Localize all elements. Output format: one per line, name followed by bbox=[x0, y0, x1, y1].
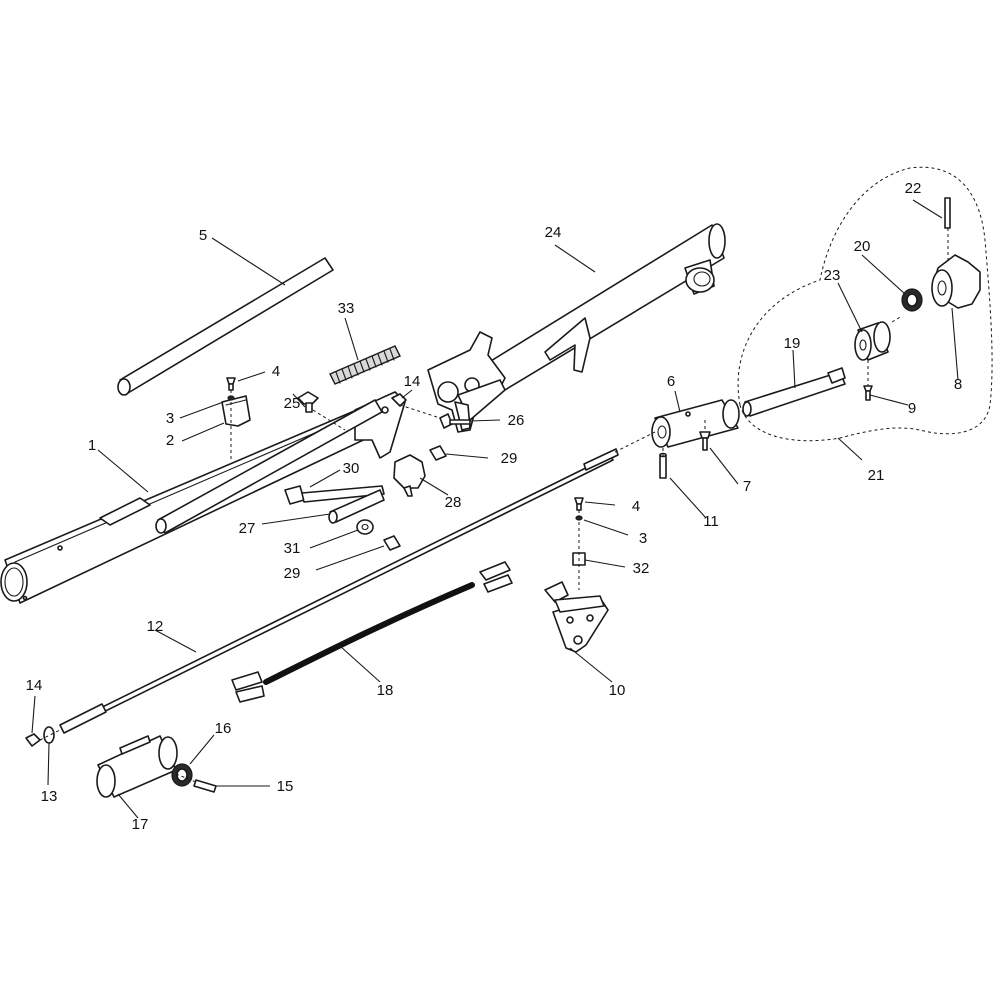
part-13-washer bbox=[43, 726, 55, 744]
part-21-assembly-group bbox=[737, 166, 993, 442]
callout-33: 33 bbox=[338, 300, 355, 317]
callout-13: 13 bbox=[41, 788, 58, 805]
part-6-sleeve bbox=[651, 399, 740, 448]
part-30-bolt bbox=[284, 485, 385, 505]
part-20-bearing bbox=[901, 288, 923, 312]
part-5-tube bbox=[117, 257, 334, 396]
callout-32: 32 bbox=[633, 560, 650, 577]
part-9-screw bbox=[863, 385, 873, 401]
part-22-pin bbox=[944, 197, 951, 229]
leader-lines bbox=[31, 199, 959, 819]
callout-1: 1 bbox=[88, 437, 96, 454]
callout-18: 18 bbox=[377, 682, 394, 699]
part-18-cable bbox=[231, 561, 513, 703]
part-33-spring bbox=[329, 345, 401, 385]
part-12-rod bbox=[59, 448, 619, 734]
part-26-bolt bbox=[439, 413, 471, 429]
callout-14-lower: 14 bbox=[26, 677, 43, 694]
callouts: 1 2 3 4 5 6 7 8 9 10 11 12 13 14 14 15 1… bbox=[26, 180, 963, 833]
callout-12: 12 bbox=[147, 618, 164, 635]
part-17-sleeve bbox=[96, 735, 178, 798]
part-27-spacer bbox=[328, 489, 385, 524]
part-30-inner-tube bbox=[155, 399, 383, 534]
callout-30: 30 bbox=[343, 460, 360, 477]
callout-22: 22 bbox=[905, 180, 922, 197]
part-29-nut-upper bbox=[429, 445, 447, 461]
part-10-lever-plate bbox=[544, 581, 609, 653]
part-31-washer bbox=[356, 519, 374, 535]
callout-24: 24 bbox=[545, 224, 562, 241]
callout-4-lower: 4 bbox=[632, 498, 640, 515]
callout-29-lower: 29 bbox=[284, 565, 301, 582]
part-29-nut-lower bbox=[383, 535, 401, 551]
callout-7: 7 bbox=[743, 478, 751, 495]
callout-17: 17 bbox=[132, 816, 149, 833]
callout-20: 20 bbox=[854, 238, 871, 255]
part-4-screw-upper bbox=[226, 377, 236, 391]
callout-14-upper: 14 bbox=[404, 373, 421, 390]
callout-4: 4 bbox=[272, 363, 280, 380]
callout-10: 10 bbox=[609, 682, 626, 699]
callout-5: 5 bbox=[199, 227, 207, 244]
callout-31: 31 bbox=[284, 540, 301, 557]
callout-11: 11 bbox=[703, 513, 719, 530]
part-7-screw bbox=[699, 431, 711, 451]
callout-15: 15 bbox=[277, 778, 294, 795]
callout-19: 19 bbox=[784, 335, 801, 352]
callout-29-upper: 29 bbox=[501, 450, 518, 467]
part-16-grommet bbox=[171, 763, 193, 787]
part-11-pin bbox=[659, 452, 667, 479]
callout-25: 25 bbox=[284, 395, 301, 412]
callout-26: 26 bbox=[508, 412, 525, 429]
part-23-bushing bbox=[854, 321, 891, 361]
callout-2: 2 bbox=[166, 432, 174, 449]
part-15-pin bbox=[193, 779, 217, 793]
callout-3-lower: 3 bbox=[639, 530, 647, 547]
part-8-knob bbox=[931, 254, 981, 309]
callout-3: 3 bbox=[166, 410, 174, 427]
part-28-star-knob bbox=[393, 454, 426, 497]
callout-21: 21 bbox=[868, 467, 885, 484]
callout-6: 6 bbox=[667, 373, 675, 390]
callout-27: 27 bbox=[239, 520, 256, 537]
callout-23: 23 bbox=[824, 267, 841, 284]
part-14-nut-lower bbox=[25, 733, 41, 747]
part-25-wing-screw bbox=[297, 391, 319, 413]
alignment-lines bbox=[39, 228, 949, 783]
part-19-shaft bbox=[742, 367, 846, 417]
callout-9: 9 bbox=[908, 400, 916, 417]
part-24-upper-tube bbox=[427, 223, 726, 433]
callout-8: 8 bbox=[954, 376, 962, 393]
callout-28: 28 bbox=[445, 494, 462, 511]
callout-16: 16 bbox=[215, 720, 232, 737]
part-2-clip bbox=[221, 395, 251, 427]
part-4-screw-lower bbox=[574, 497, 584, 511]
